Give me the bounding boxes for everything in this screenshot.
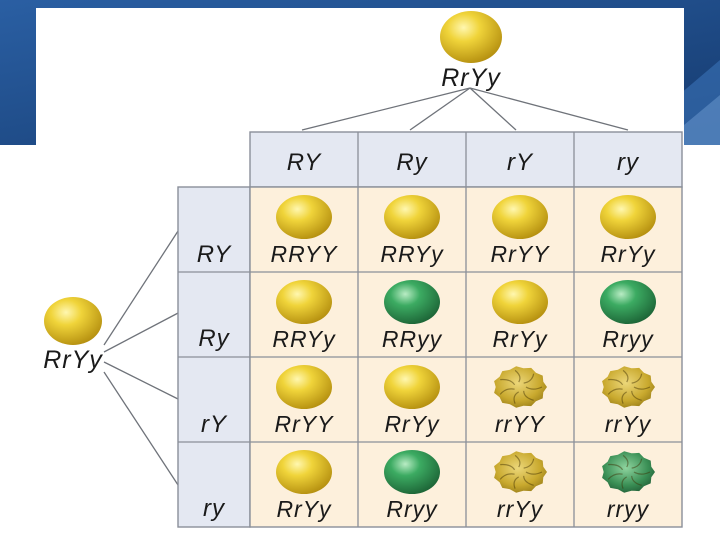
pea-wrinkle: [621, 476, 628, 489]
top-parent: RrYy: [440, 11, 502, 92]
row-gamete-label: ry: [203, 495, 226, 522]
offspring-genotype: rrYy: [497, 496, 544, 522]
offspring-genotype: RrYY: [491, 241, 551, 267]
pea-wrinkle: [523, 390, 534, 401]
row-gamete-label: rY: [201, 411, 228, 438]
offspring-cell: RrYy: [600, 195, 656, 267]
offspring-genotype: rrYy: [605, 411, 652, 437]
offspring-genotype: RrYy: [600, 241, 656, 267]
row-gamete-label: RY: [197, 241, 232, 268]
round-pea-icon: [492, 280, 548, 324]
round-pea-icon: [384, 365, 440, 409]
row-gamete-label: Ry: [198, 325, 230, 352]
pea-wrinkle: [514, 369, 521, 383]
top-branch-lines: [301, 87, 629, 131]
offspring-cell: rrYY: [494, 366, 547, 437]
pea-wrinkle: [633, 386, 651, 390]
left-branch-lines: [103, 227, 181, 489]
wrinkled-pea-icon: [602, 366, 655, 408]
pea-wrinkle: [525, 386, 543, 390]
column-gamete-label: rY: [507, 149, 534, 176]
pea-wrinkle: [631, 390, 642, 401]
column-gamete-labels: RY Ry rY ry: [287, 149, 640, 176]
row-gamete-labels: RY Ry rY ry: [197, 241, 232, 522]
round-pea-icon: [276, 365, 332, 409]
pea-wrinkle: [631, 458, 643, 469]
offspring-genotype: RRYy: [272, 326, 336, 352]
offspring-cell: RrYy: [276, 450, 332, 522]
offspring-cell: RrYy: [384, 365, 440, 437]
pea-wrinkle: [514, 454, 521, 468]
pea-wrinkle: [499, 473, 515, 480]
offspring-cell: rrYy: [494, 451, 547, 522]
round-pea-icon: [384, 195, 440, 239]
pea-wrinkle: [523, 475, 534, 486]
pea-wrinkle: [607, 388, 623, 395]
pea-wrinkle: [631, 373, 643, 384]
top-parent-genotype: RrYy: [441, 64, 501, 92]
pea-wrinkle: [631, 475, 642, 486]
pea-wrinkle: [500, 463, 516, 471]
offspring-cell: Rryy: [600, 280, 656, 352]
offspring-genotype: RrYY: [275, 411, 335, 437]
offspring-genotype: RrYy: [384, 411, 440, 437]
offspring-cell: RrYY: [491, 195, 551, 267]
round-pea-icon: [384, 450, 440, 494]
pea-wrinkle: [633, 471, 651, 475]
pea-wrinkle: [523, 373, 535, 384]
round-pea-icon: [276, 280, 332, 324]
offspring-genotype: RRYY: [270, 241, 338, 267]
pea-wrinkle: [513, 391, 520, 404]
offspring-cell: RRyy: [382, 280, 443, 352]
grid-lines: [178, 132, 682, 527]
top-parent-pea: [440, 11, 502, 63]
left-parent-genotype: RrYy: [43, 346, 103, 374]
offspring-cell: RRYy: [272, 280, 336, 352]
offspring-cell: RRYY: [270, 195, 338, 267]
offspring-cell: RRYy: [380, 195, 444, 267]
pea-wrinkle: [500, 378, 516, 386]
pea-wrinkle: [607, 473, 623, 480]
pea-wrinkle: [608, 378, 624, 386]
offspring-genotype: RRyy: [382, 326, 443, 352]
pea-wrinkle: [523, 458, 535, 469]
left-parent: RrYy: [43, 297, 103, 374]
pea-wrinkle: [622, 454, 629, 468]
column-gamete-label: ry: [617, 149, 640, 176]
round-pea-icon: [276, 195, 332, 239]
round-pea-icon: [384, 280, 440, 324]
offspring-genotype: rrYY: [495, 411, 546, 437]
round-pea-icon: [492, 195, 548, 239]
column-gamete-label: RY: [287, 149, 322, 176]
wrinkled-pea-icon: [602, 451, 655, 493]
round-pea-icon: [600, 280, 656, 324]
offspring-genotype: rryy: [607, 496, 650, 522]
offspring-genotype: RrYy: [276, 496, 332, 522]
pea-wrinkle: [621, 391, 628, 404]
wrinkled-pea-icon: [494, 366, 547, 408]
offspring-cell: RrYy: [492, 280, 548, 352]
column-gamete-label: Ry: [396, 149, 428, 176]
pea-wrinkle: [608, 463, 624, 471]
offspring-genotype: RRYy: [380, 241, 444, 267]
offspring-genotype: Rryy: [602, 326, 654, 352]
round-pea-icon: [276, 450, 332, 494]
left-parent-pea: [44, 297, 102, 345]
offspring-cell: RrYY: [275, 365, 335, 437]
offspring-cell: rrYy: [602, 366, 655, 437]
pea-wrinkle: [525, 471, 543, 475]
wrinkled-pea-icon: [494, 451, 547, 493]
pea-wrinkle: [513, 476, 520, 489]
offspring-genotype: RrYy: [492, 326, 548, 352]
pea-wrinkle: [622, 369, 629, 383]
offspring-cell: rryy: [602, 451, 655, 522]
offspring-genotype: Rryy: [386, 496, 438, 522]
pea-wrinkle: [499, 388, 515, 395]
offspring-cell: Rryy: [384, 450, 440, 522]
round-pea-icon: [600, 195, 656, 239]
